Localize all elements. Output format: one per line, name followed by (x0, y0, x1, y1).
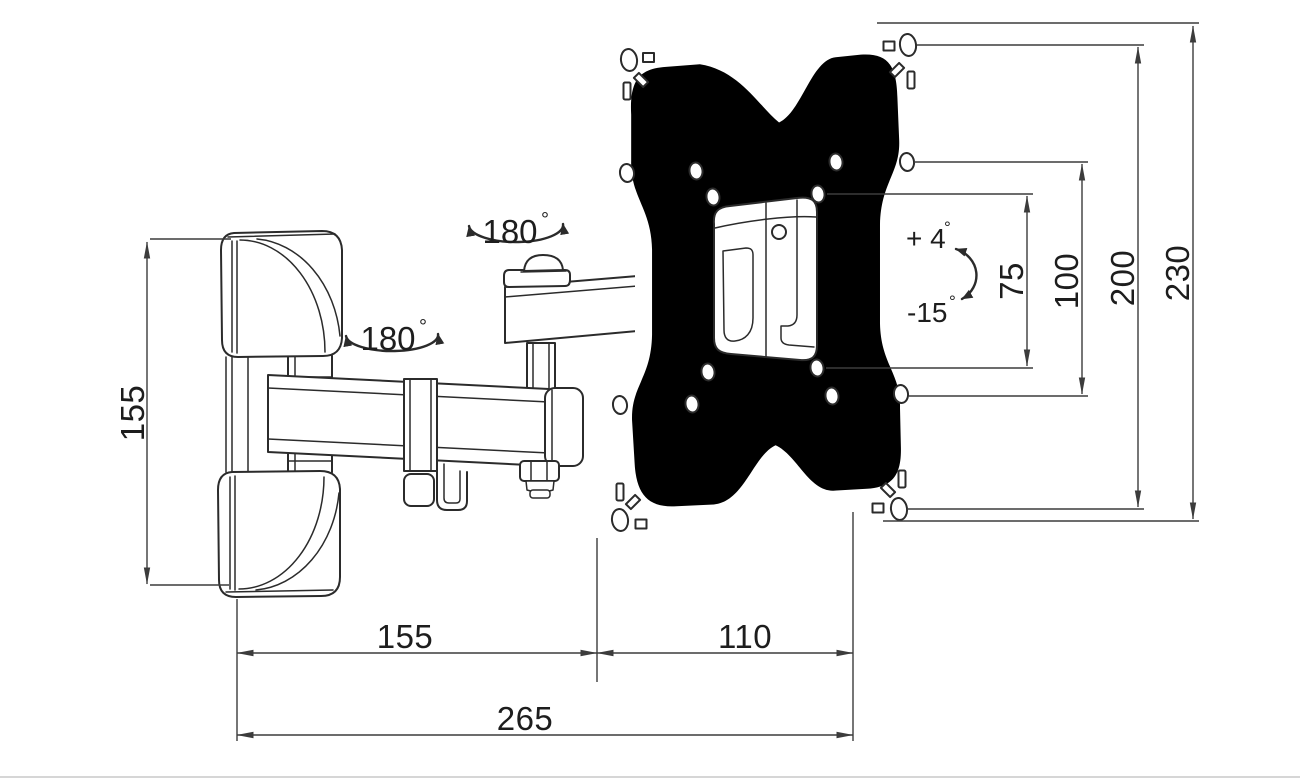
diagonal-slot (879, 481, 897, 499)
lock-nut (519, 460, 560, 499)
vertical-slot (622, 81, 632, 101)
cable-clip-collar (403, 378, 438, 472)
diagonal-slot (632, 71, 650, 89)
corner-slot (882, 40, 896, 52)
corner-slot (871, 502, 885, 514)
diagonal-slot (624, 493, 642, 511)
corner-hole (889, 497, 909, 521)
dimension-vesa-100: 100 (909, 161, 1088, 397)
pad-contour-arc (256, 238, 341, 337)
articulating-arm (267, 254, 638, 511)
plate-holes (610, 33, 918, 532)
degree-symbol: ° (949, 292, 956, 311)
rotation-annotations: 180 ° 180 ° + 4 ° -15 ° (343, 209, 978, 357)
vesa-75-hole (809, 358, 825, 378)
tilt-up-label: + 4 (906, 223, 946, 254)
dimension-left-height-155: 155 (114, 238, 231, 586)
side-hole (611, 395, 629, 415)
side-hole (892, 384, 910, 404)
dim-label-vesa-75: 75 (993, 262, 1030, 300)
upper-arm (503, 254, 638, 344)
side-hole (618, 163, 636, 183)
vesa-100-hole (684, 394, 700, 414)
bracket-pocket (722, 247, 754, 342)
wall-pad-top (220, 230, 343, 358)
cable-clip-pad (403, 473, 435, 507)
swivel-annotation-lower: 180 ° (343, 316, 445, 357)
corner-slot (634, 518, 648, 530)
pad-contour-arc (238, 476, 325, 590)
vesa-75-hole (700, 362, 716, 382)
dim-label-plate-depth: 110 (718, 618, 772, 655)
tilt-range-arrow (954, 247, 978, 301)
dimension-bottom-row: 155 110 265 (236, 512, 854, 741)
tilt-down-label: -15 (907, 297, 947, 328)
dim-label-hole-span: 200 (1104, 250, 1141, 307)
corner-hole (610, 508, 630, 532)
dimension-vesa-75: 75 (826, 193, 1033, 369)
vesa-75-hole (705, 187, 721, 207)
wall-pad-bottom (217, 470, 341, 598)
cable-clip-hook (436, 463, 468, 511)
pivot-cap-dome (523, 254, 564, 272)
vertical-slot (897, 469, 907, 489)
swivel-annotation-upper: 180 ° (466, 209, 570, 250)
dimension-plate-height-230: 230 (877, 22, 1199, 522)
pad-contour-arc (255, 492, 340, 591)
dim-label-plate-height: 230 (1159, 245, 1196, 302)
side-hole (898, 152, 916, 172)
diagonal-slot (888, 61, 906, 79)
swivel-angle-label-upper: 180 (482, 213, 537, 250)
vertical-slot (906, 70, 916, 90)
corner-hole (898, 33, 918, 57)
bracket-screw-hole (771, 224, 787, 240)
pivot-post (526, 342, 556, 391)
pad-contour-arc (239, 239, 326, 353)
corner-hole (619, 48, 639, 72)
corner-slot (642, 52, 655, 63)
vertical-slot (615, 482, 625, 502)
swivel-arrow-upper (466, 222, 570, 244)
arm-end-joint (544, 387, 584, 467)
dim-label-left-height: 155 (114, 385, 151, 442)
vesa-100-hole (828, 152, 844, 172)
pivot-cap-plate (503, 269, 571, 288)
tilt-annotation: + 4 ° -15 ° (906, 218, 978, 328)
dim-label-arm-reach: 155 (377, 618, 434, 655)
swivel-arrow-lower (343, 332, 445, 353)
vesa-75-hole (810, 184, 826, 204)
vesa-plate (610, 20, 922, 541)
dimension-hole-span-200: 200 (907, 44, 1144, 510)
dim-label-vesa-100: 100 (1048, 253, 1085, 310)
vesa-100-hole (824, 386, 840, 406)
cable-clip (403, 463, 468, 511)
degree-symbol: ° (419, 316, 427, 338)
center-bracket (712, 196, 818, 362)
dimensions: 155 155 110 265 75 100 (114, 22, 1199, 741)
degree-symbol: ° (944, 218, 951, 237)
swivel-angle-label-lower: 180 (360, 320, 415, 357)
bracket-foot (780, 199, 815, 348)
vesa-100-hole (688, 161, 704, 181)
dim-label-total-reach: 265 (497, 700, 554, 737)
degree-symbol: ° (541, 209, 549, 231)
